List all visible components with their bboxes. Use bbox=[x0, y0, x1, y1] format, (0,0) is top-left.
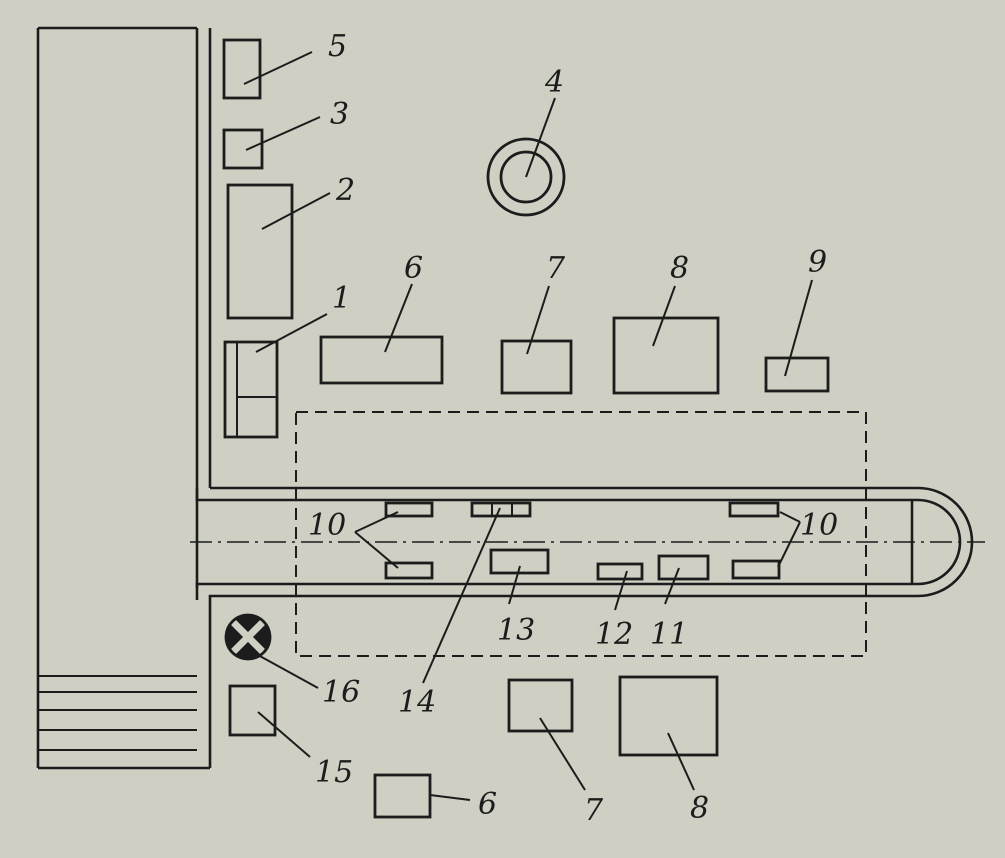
station-10-a bbox=[384, 501, 434, 518]
label-7-lower: 7 bbox=[584, 793, 604, 828]
label-7-upper: 7 bbox=[546, 251, 566, 286]
equipment-7-lower bbox=[507, 678, 574, 733]
label-14: 14 bbox=[398, 685, 436, 720]
equipment-9 bbox=[764, 356, 830, 393]
equipment-15 bbox=[228, 684, 277, 737]
equipment-1 bbox=[223, 340, 279, 439]
label-16: 16 bbox=[322, 675, 360, 710]
light-fixture-16 bbox=[224, 613, 272, 661]
label-6-upper: 6 bbox=[404, 251, 423, 286]
equipment-7-upper bbox=[500, 339, 573, 395]
station-13 bbox=[489, 548, 550, 575]
label-1: 1 bbox=[332, 281, 351, 316]
station-10-c bbox=[728, 501, 780, 518]
conveyor-corridor bbox=[190, 486, 985, 768]
station-14 bbox=[470, 501, 532, 518]
label-5: 5 bbox=[328, 29, 347, 64]
equipment-3 bbox=[222, 128, 264, 170]
equipment-5 bbox=[222, 38, 262, 100]
label-12: 12 bbox=[595, 617, 633, 652]
equipment-8-lower bbox=[618, 675, 719, 757]
label-10-left: 10 bbox=[308, 508, 346, 543]
station-10-d bbox=[731, 559, 781, 580]
label-2: 2 bbox=[335, 173, 355, 208]
label-10-right: 10 bbox=[800, 508, 838, 543]
equipment-6-upper bbox=[319, 335, 444, 385]
label-13: 13 bbox=[497, 613, 535, 648]
work-zone-boundary bbox=[295, 411, 867, 657]
label-3: 3 bbox=[330, 97, 349, 132]
label-8-lower: 8 bbox=[690, 791, 709, 826]
leader-lines bbox=[243, 51, 813, 801]
station-12 bbox=[596, 562, 644, 581]
label-11: 11 bbox=[650, 617, 688, 652]
label-9: 9 bbox=[808, 245, 827, 280]
label-15: 15 bbox=[315, 755, 353, 790]
equipment-2 bbox=[226, 183, 294, 320]
station-11 bbox=[657, 554, 710, 581]
label-6-lower: 6 bbox=[478, 787, 497, 822]
label-8-upper: 8 bbox=[670, 251, 689, 286]
label-4: 4 bbox=[544, 65, 564, 100]
tank-4 bbox=[486, 137, 566, 217]
station-10-b bbox=[384, 561, 434, 580]
equipment-8-upper bbox=[612, 316, 720, 395]
